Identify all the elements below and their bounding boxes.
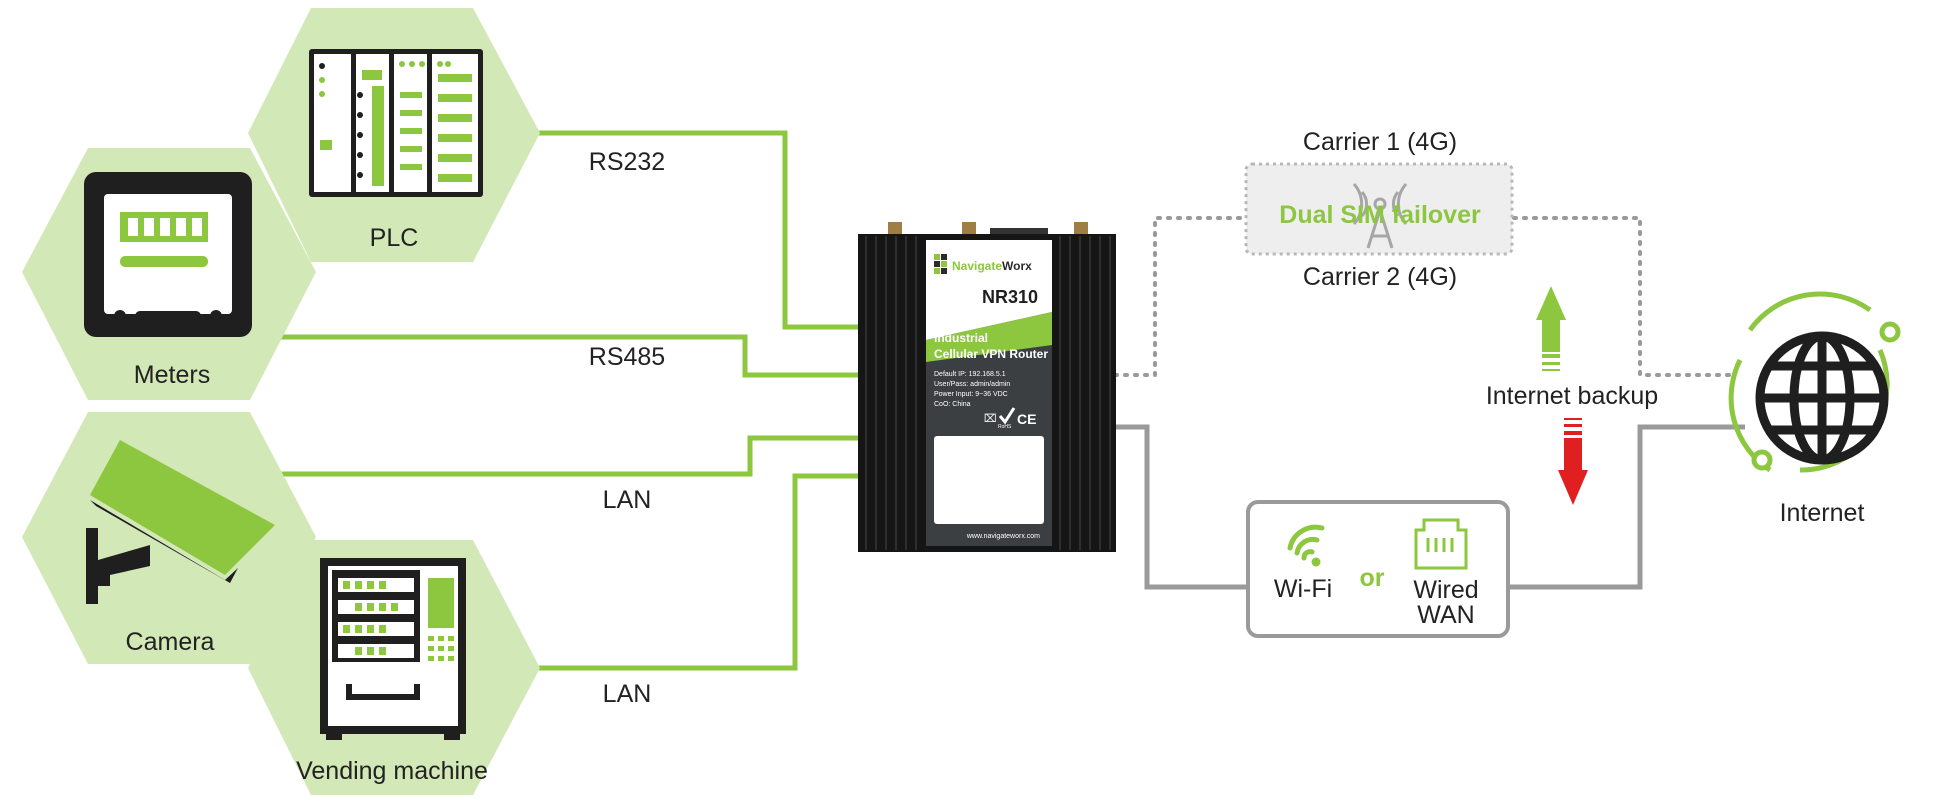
down-arrow-icon [1558,418,1588,505]
router-model: NR310 [982,287,1038,307]
globe-icon [1755,331,1889,465]
vending-label: Vending machine [296,757,488,785]
router-default-ip: Default IP: 192.168.5.1 [934,371,1006,378]
lan-label-1: LAN [603,486,652,514]
wired-label-2: WAN [1417,601,1474,629]
cellular-link-right [1512,216,1737,377]
internet-label: Internet [1780,499,1865,527]
camera-node: Camera [22,412,316,664]
internet-backup-label: Internet backup [1486,382,1658,410]
camera-icon [86,440,275,604]
wired-link-right [1508,424,1745,590]
rs485-label: RS485 [589,343,665,371]
wifi-icon [1287,524,1325,567]
wired-link-left [1113,424,1248,590]
antenna-connectors [888,222,1088,236]
ce-mark: CE [1017,411,1036,427]
rs485-link [272,334,858,378]
cellular-backup: Carrier 1 (4G) Dual SIM failover Carrier… [1244,128,1514,291]
wan-links [1113,216,1745,590]
cell-tower-icon [1352,183,1408,249]
meter-icon [84,172,252,337]
globe-orbit [1728,291,1901,473]
navigateworx-logo [934,254,947,274]
camera-label: Camera [126,628,215,656]
dual-sim-label: Dual SIM failover [1279,201,1481,229]
router-coo: CoO: China [934,401,971,408]
router-blank-label [934,436,1044,524]
router-website: www.navigateworx.com [966,533,1040,540]
carrier2-label: Carrier 2 (4G) [1303,263,1457,291]
wired-label-1: Wired [1413,576,1478,604]
ethernet-port-icon [1414,518,1468,570]
rohs-label: RoHS [998,424,1012,430]
wifi-label: Wi-Fi [1274,575,1332,603]
vending-machine-icon [320,558,466,740]
plc-node: PLC [248,8,540,262]
cellular-link-left [1113,216,1248,377]
internet-backup: Internet backup [1486,286,1658,505]
serial-lan-links [272,130,858,671]
router-title-1: Industrial [934,331,988,345]
lan-link-1 [272,435,858,477]
rohs-check-icon [998,407,1016,425]
rs232-label: RS232 [589,148,665,176]
router-nr310: NavigateWorx NR310 Industrial Cellular V… [858,222,1116,552]
meters-label: Meters [134,361,210,389]
carrier1-label: Carrier 1 (4G) [1303,128,1457,156]
plc-label: PLC [370,224,419,252]
wan-options: Wi-Fi or Wired WAN [1246,500,1510,638]
router-title-2: Cellular VPN Router [934,347,1048,361]
rs232-link [535,130,858,330]
vending-node: Vending machine [248,540,540,795]
wan-options-box [1246,500,1510,638]
lan-link-2 [535,473,858,671]
router-heatsink-fins [865,236,1111,550]
certification-icons: ⌧ RoHS CE [984,407,1036,430]
internet-node: Internet [1728,291,1901,527]
or-label: or [1360,564,1385,592]
weee-icon: ⌧ [984,413,997,425]
up-arrow-icon [1536,286,1566,371]
router-user-pass: User/Pass: admin/admin [934,381,1010,388]
router-brand: NavigateWorx [952,259,1032,273]
router-power-input: Power Input: 9~36 VDC [934,391,1008,398]
lan-label-2: LAN [603,680,652,708]
meters-node: Meters [22,148,316,400]
plc-icon [309,49,483,197]
